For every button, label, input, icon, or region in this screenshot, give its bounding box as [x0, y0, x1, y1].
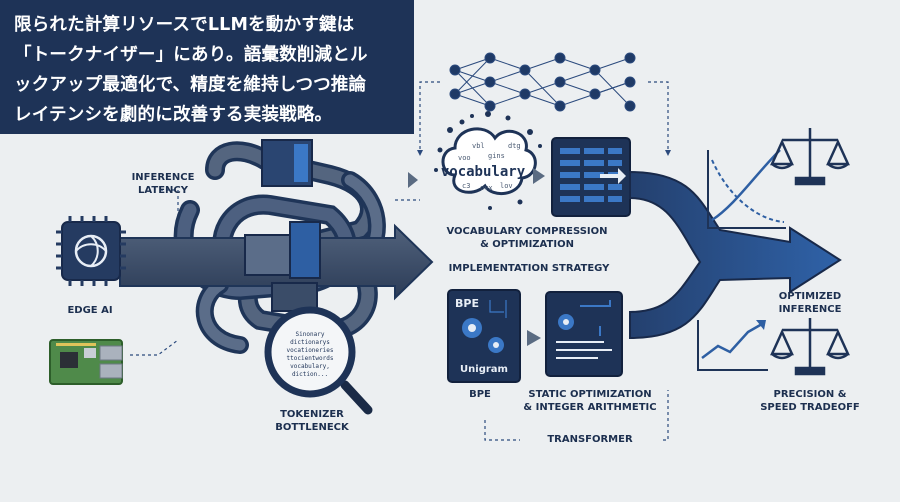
microcontroller-board-icon: [49, 339, 123, 385]
magnifier-word: ttocientwords: [287, 355, 334, 362]
neural-network-icon: [449, 52, 636, 112]
bpe-unigram-panel: [447, 289, 521, 383]
cloud-word: gins: [488, 152, 505, 160]
unigram-label: Unigram: [460, 364, 508, 375]
vocabulary-table-icon: [551, 137, 631, 217]
cloud-word: lov: [500, 182, 513, 190]
balance-scale-icon-bottom: [770, 318, 850, 376]
magnifier-word: diction...: [292, 371, 328, 378]
magnifier-word: vocabulary,: [290, 363, 330, 370]
connector-arrowhead: [417, 150, 423, 156]
transformer-label: TRANSFORMER: [520, 433, 660, 446]
edge-ai-chip-icon: [56, 216, 126, 286]
magnifier-word: Sinonary: [296, 331, 325, 338]
connector-arrowhead: [665, 150, 671, 156]
cloud-word: dtg: [508, 142, 521, 150]
headline-line: レイテンシを劇的に改善する実装戦略。: [14, 105, 333, 125]
code-optimization-panel: [545, 291, 623, 377]
precision-speed-label: PRECISION &SPEED TRADEOFF: [760, 389, 860, 413]
balance-scale-icon-top: [770, 128, 850, 186]
magnifier-word: vocationeries: [287, 347, 334, 354]
headline-line: 「トークナイザー」にあり。語彙数削減とル: [14, 45, 368, 65]
bpe-label: BPE: [469, 389, 491, 400]
static-optimization-label: STATIC OPTIMIZATION& INTEGER ARITHMETIC: [523, 389, 657, 413]
flow-chevrons: [408, 168, 545, 346]
headline-line: 限られた計算リソースでLLMを動かす鍵は: [14, 15, 355, 35]
vocabulary-cloud-icon: [434, 111, 542, 210]
cloud-word: voo: [458, 154, 471, 162]
cloud-word: c3: [462, 182, 470, 190]
cloud-word: ovx: [480, 184, 493, 192]
cloud-word: vbl: [472, 142, 485, 150]
magnifier-word: dictionarys: [290, 339, 330, 346]
vocab-compression-label: VOCABULARY COMPRESSION& OPTIMIZATION: [446, 226, 608, 250]
latency-chart-icon: [707, 149, 786, 229]
bpe-box-label: BPE: [455, 297, 479, 310]
magnifier-icon: [264, 306, 373, 415]
merge-arrow: [629, 170, 842, 340]
headline-line: ックアップ最適化で、精度を維持しつつ推論: [14, 75, 367, 95]
tradeoff-chart-icon: [697, 320, 768, 371]
headline-box: 限られた計算リソースでLLMを動かす鍵は 「トークナイザー」にあり。語彙数削減と…: [0, 0, 414, 134]
edge-ai-label: EDGE AI: [67, 305, 113, 316]
implementation-strategy-label: IMPLEMENTATION STRATEGY: [448, 263, 610, 274]
dashed-connectors: [130, 81, 669, 441]
vocabulary-word: vocabulary: [441, 164, 526, 180]
data-blocks: [244, 139, 321, 312]
